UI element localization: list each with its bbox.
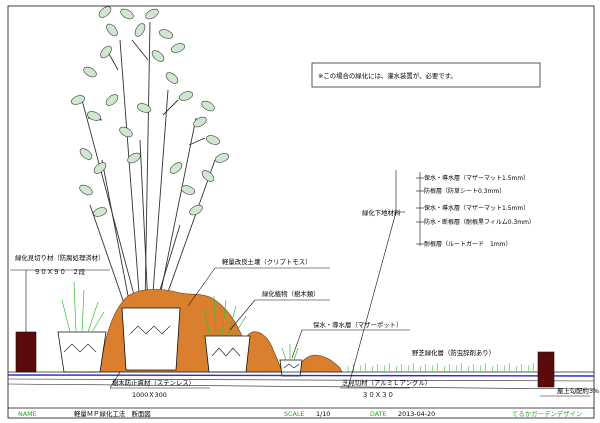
label-roof-slope: 屋上勾配約3% [557,386,599,395]
title-scale-value: 1/10 [316,410,330,418]
title-block: NAME 軽量ＭＰ緑化工法 断面図 SCALE 1/10 DATE 2013-0… [8,407,594,418]
turf-strip [347,362,535,373]
title-date-label: DATE [370,410,387,418]
label-layer-2: 防根層（防草シート0.3mm） [424,187,505,195]
tree-leaves [70,6,230,217]
label-pot: 保水・導水層（マザーポット） [313,320,402,329]
drawing-border [7,5,595,419]
title-company: てるかガーデンデザイン [512,409,582,418]
timber-edge-post-left [15,331,37,373]
label-frame-left-size: ９０Ｘ９０ ２段 [34,267,86,276]
label-plant: 緑化植物（樹木類） [262,289,320,298]
pot-zigzags [63,325,300,369]
title-scale-label: SCALE [284,410,305,418]
title-name-label: NAME [18,410,37,418]
note-box [311,62,541,88]
label-lawn-edge: 芝見切材（アルミＬアングル） [342,378,431,387]
label-tree-anchor: 樹木防止資材（ステンレス） [112,378,195,387]
label-layer-4: 防水・断根層（耐根黒フィルム0.3mm） [424,218,535,226]
label-lawn-edge-size: ３０Ｘ３０ [362,391,394,399]
ornamental-grasses [61,281,299,361]
base-layers [7,371,595,390]
label-layer-1: 保水・導水層（マザーマット1.5mm） [424,174,529,182]
leader-lines [10,170,590,397]
label-layer-3: 保水・導水層（マザーマット1.5mm） [424,204,529,212]
label-tree-anchor-size: 1000Ｘ300 [132,391,167,399]
edge-post-right [537,351,555,388]
note-text: ※この場合の緑化には、灌水装置が、必要です。 [318,71,457,80]
label-soil: 軽量改良土壌（クリプトモス） [222,257,311,266]
label-frame-left: 緑化見切り材（防腐処理済材） [15,253,104,262]
label-base-title: 緑化下地材料 [362,208,401,217]
title-name-value: 軽量ＭＰ緑化工法 断面図 [74,409,151,418]
label-turf: 野芝緑化層（防虫辞剤あり） [412,348,495,357]
planter-pots [57,307,303,377]
label-layer-5: 耐根層（ルートガード 1mm） [424,240,512,248]
title-date-value: 2013-04-20 [398,410,435,418]
